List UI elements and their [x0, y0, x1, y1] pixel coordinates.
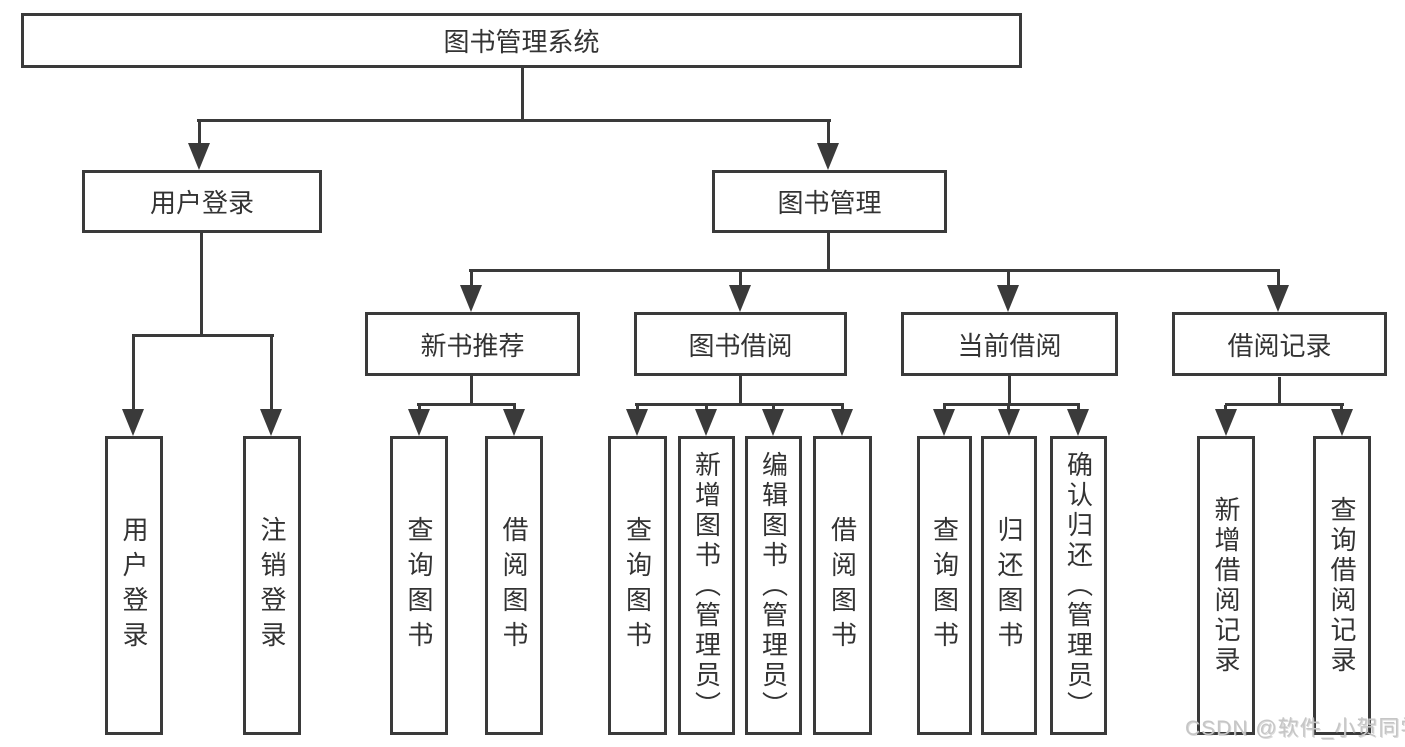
arrow-down-icon: [933, 409, 955, 436]
leaf-cb-return-book-label: 归还图书: [994, 515, 1024, 656]
leaf-br-add-record-label: 新增借阅记录: [1211, 495, 1241, 676]
connector-borrow-record-rail: [1225, 403, 1344, 406]
leaf-bb-borrow-book-label: 借阅图书: [827, 515, 858, 656]
arrow-down-icon: [729, 285, 751, 312]
connector-book-borrow-down: [739, 376, 742, 406]
csdn-watermark: CSDN @软件_小贺同学: [1185, 717, 1405, 740]
leaf-nb-query-book: 查询图书: [390, 436, 448, 735]
connector-leaf-stem: [418, 405, 421, 410]
connector-leaf-user-login-stem: [132, 336, 135, 410]
connector-leaf-stem: [1224, 405, 1227, 410]
node-current-borrowing-label: 当前借阅: [957, 330, 1062, 361]
arrow-down-icon: [997, 285, 1019, 312]
connector-root-stem: [521, 67, 524, 120]
node-book-borrowing: 图书借阅: [634, 312, 847, 376]
connector-leaf-logout-stem: [270, 336, 273, 410]
leaf-cb-confirm-return-admin-label: 确认归还（管理员）: [1063, 450, 1094, 721]
arrow-down-icon: [626, 409, 648, 436]
node-book-management-label: 图书管理: [777, 188, 882, 218]
connector-user-login-stem: [198, 121, 201, 146]
leaf-bb-borrow-book: 借阅图书: [813, 436, 872, 735]
connector-book-mgmt-stem: [827, 121, 830, 146]
connector-book-mgmt-down: [827, 233, 830, 271]
node-library-management-system-label: 图书管理系统: [443, 27, 600, 57]
connector-root-rail: [197, 119, 831, 122]
arrow-down-icon: [762, 409, 784, 436]
node-current-borrowing: 当前借阅: [901, 312, 1118, 376]
node-borrow-records-label: 借阅记录: [1227, 330, 1332, 361]
leaf-cb-confirm-return-admin: 确认归还（管理员）: [1050, 436, 1107, 735]
connector-leaf-stem: [636, 405, 639, 410]
connector-leaf-stem: [1077, 405, 1080, 410]
arrow-down-icon: [695, 409, 717, 436]
node-library-management-system: 图书管理系统: [21, 13, 1022, 68]
leaf-user-login: 用户登录: [105, 436, 163, 735]
leaf-cb-query-book: 查询图书: [917, 436, 972, 735]
leaf-nb-borrow-book-label: 借阅图书: [499, 515, 529, 656]
arrow-down-icon: [503, 409, 525, 436]
arrow-down-icon: [1267, 285, 1289, 312]
node-new-book-recommend-label: 新书推荐: [420, 330, 525, 361]
arrow-down-icon: [188, 143, 210, 170]
connector-book-borrow-rail: [635, 403, 844, 406]
connector-current-borrow-rail: [943, 403, 1080, 406]
connector-borrow-record-down: [1278, 377, 1281, 406]
connector-book-borrow-stem: [739, 271, 742, 287]
arrow-down-icon: [1331, 409, 1353, 436]
node-new-book-recommend: 新书推荐: [365, 312, 580, 376]
leaf-cb-return-book: 归还图书: [981, 436, 1037, 735]
connector-borrow-record-stem: [1277, 271, 1280, 287]
leaf-logout: 注销登录: [243, 436, 301, 735]
connector-leaf-stem: [772, 405, 775, 410]
connector-current-borrow-down: [1008, 376, 1011, 406]
connector-new-book-rail: [417, 403, 516, 406]
leaf-user-login-label: 用户登录: [119, 515, 149, 656]
leaf-br-query-record-label: 查询借阅记录: [1327, 495, 1357, 676]
node-user-login-label: 用户登录: [149, 188, 254, 218]
connector-new-book-down: [470, 376, 473, 406]
leaf-br-query-record: 查询借阅记录: [1313, 436, 1371, 735]
leaf-br-add-record: 新增借阅记录: [1197, 436, 1255, 735]
connector-leaf-stem: [513, 405, 516, 410]
node-book-borrowing-label: 图书借阅: [688, 330, 793, 361]
leaf-bb-query-book-label: 查询图书: [622, 515, 653, 656]
arrow-down-icon: [817, 143, 839, 170]
connector-new-book-stem: [470, 271, 473, 287]
arrow-down-icon: [1215, 409, 1237, 436]
arrow-down-icon: [408, 409, 430, 436]
leaf-bb-add-book-admin-label: 新增图书（管理员）: [691, 450, 722, 721]
leaf-bb-edit-book-admin-label: 编辑图书（管理员）: [758, 450, 789, 721]
leaf-bb-query-book: 查询图书: [608, 436, 667, 735]
node-user-login: 用户登录: [82, 170, 322, 233]
connector-leaf-stem: [943, 405, 946, 410]
connector-user-login-rail: [132, 334, 274, 337]
arrow-down-icon: [122, 409, 144, 436]
arrow-down-icon: [831, 409, 853, 436]
arrow-down-icon: [260, 409, 282, 436]
connector-leaf-stem: [1340, 405, 1343, 410]
leaf-bb-edit-book-admin: 编辑图书（管理员）: [745, 436, 802, 735]
connector-user-login-down: [200, 233, 203, 336]
connector-leaf-stem: [705, 405, 708, 410]
leaf-cb-query-book-label: 查询图书: [929, 515, 960, 656]
leaf-nb-borrow-book: 借阅图书: [485, 436, 543, 735]
leaf-logout-label: 注销登录: [257, 515, 287, 656]
node-book-management: 图书管理: [712, 170, 947, 233]
connector-leaf-stem: [1007, 405, 1010, 410]
connector-leaf-stem: [841, 405, 844, 410]
connector-current-borrow-stem: [1007, 271, 1010, 287]
leaf-nb-query-book-label: 查询图书: [404, 515, 434, 656]
arrow-down-icon: [460, 285, 482, 312]
node-borrow-records: 借阅记录: [1172, 312, 1387, 376]
connector-book-mgmt-rail: [469, 269, 1280, 272]
leaf-bb-add-book-admin: 新增图书（管理员）: [678, 436, 735, 735]
arrow-down-icon: [1067, 409, 1089, 436]
arrow-down-icon: [998, 409, 1020, 436]
